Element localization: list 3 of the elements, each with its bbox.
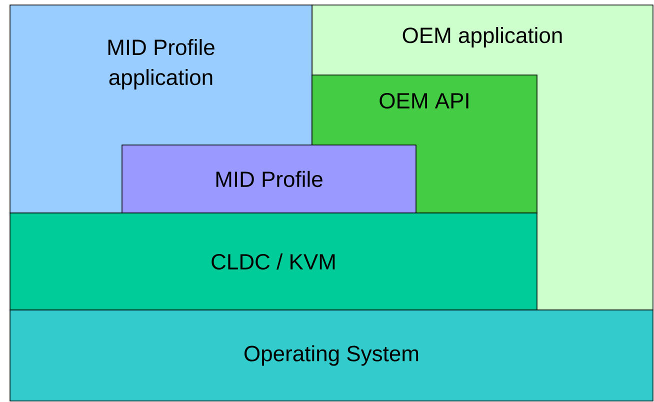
layer-box: MID Profile — [122, 144, 416, 214]
layer-box: Operating System — [10, 310, 654, 402]
layer-box: CLDC / KVM — [10, 212, 538, 310]
